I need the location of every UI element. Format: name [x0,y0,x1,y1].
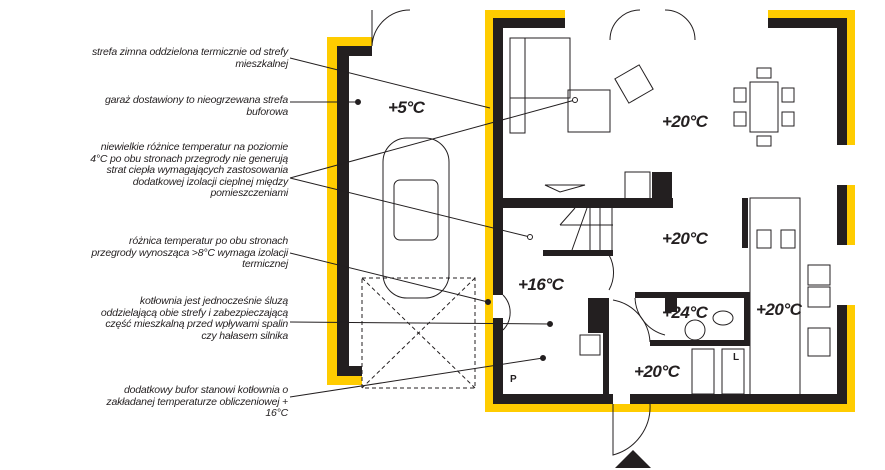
annotation-boiler-buffer: dodatkowy bufor stanowi kotłownia o zakł… [106,384,288,419]
annotation-insulation-required: różnica temperatur po obu stronach przeg… [91,235,288,270]
marker-l: L [733,352,740,363]
walls [337,18,847,404]
annotation-leaders [289,57,578,398]
entrance-arrow-icon [615,450,651,468]
temp-hall: +20°C [662,229,708,248]
temp-garage: +5°C [388,98,425,117]
annotation-small-differences: niewielkie różnice temperatur na poziomi… [90,141,288,199]
annotation-garage-buffer: garaż dostawiony to nieogrzewana strefa … [104,94,288,118]
insulation-layer [327,10,855,412]
annotation-boiler-airlock: kotłownia jest jednocześnie śluzą oddzie… [100,295,288,342]
furniture [361,9,831,456]
annotation-cold-zone: strefa zimna oddzielona termicznie od st… [91,46,288,70]
temp-entrance: +20°C [634,362,680,381]
marker-p: P [510,374,517,385]
temp-kitchen: +20°C [756,300,802,319]
temp-boiler: +16°C [518,275,564,294]
temp-bathroom: +24°C [662,303,708,322]
temp-living: +20°C [662,112,708,131]
